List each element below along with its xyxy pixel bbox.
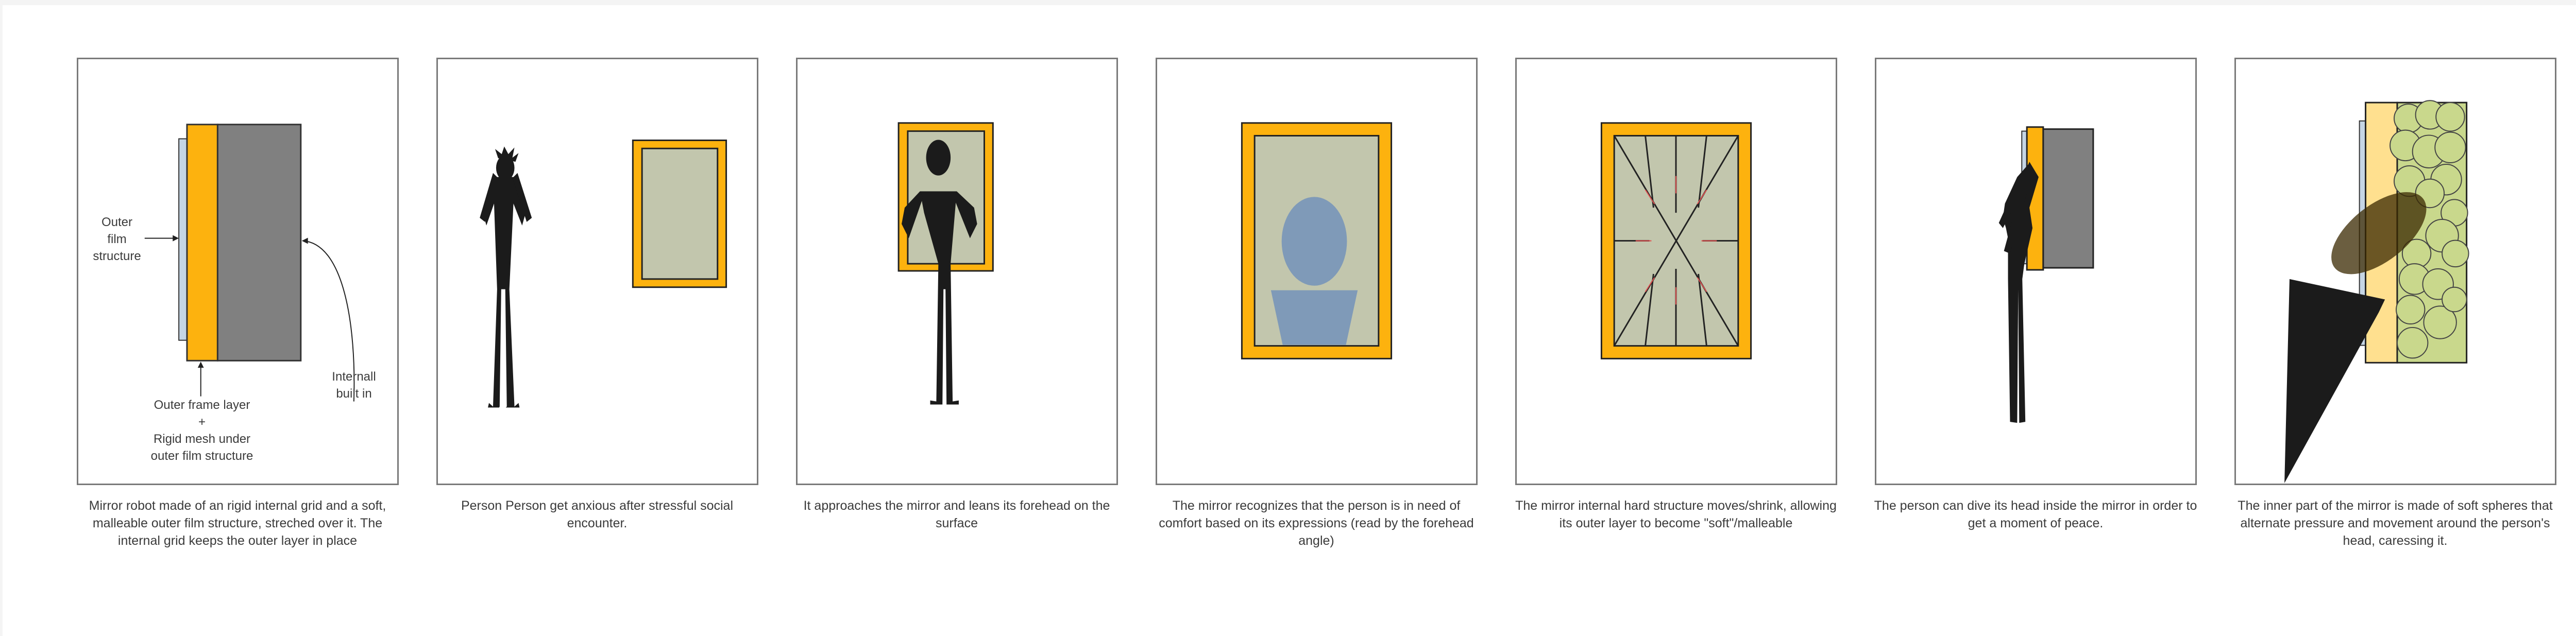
panel-6-head-inside-mirror <box>1875 58 2197 485</box>
internal-grid-lines <box>1613 135 1739 347</box>
caption-panel-6: The person can dive its head inside the … <box>1874 499 2197 530</box>
sphere-cluster <box>2389 100 2469 359</box>
shrinking-structure-drawing <box>1600 122 1752 359</box>
storyboard-canvas: Outer film structure Outer frame layer +… <box>3 5 2576 636</box>
mirror-cross-section-drawing <box>144 124 355 402</box>
label-outer-frame-line-3: Rigid mesh under <box>153 432 251 446</box>
label-outer-frame: Outer frame layer + Rigid mesh under out… <box>130 397 274 465</box>
label-internal-line-1: Internall <box>332 370 376 384</box>
label-outer-frame-line-1: Outer frame layer <box>154 398 250 412</box>
label-internal-line-2: built in <box>336 387 372 401</box>
label-outer-film: Outer film structure <box>89 214 145 265</box>
leaning-person-drawing <box>897 122 994 405</box>
label-outer-film-line-3: structure <box>93 249 141 263</box>
person-figure-side <box>1998 162 2039 423</box>
shrink-arrows <box>1635 176 1717 305</box>
soft-spheres-drawing <box>2284 100 2469 484</box>
panel-4-mirror-recognizes <box>1156 58 1478 485</box>
caption-panel-7: The inner part of the mirror is made of … <box>2238 499 2553 548</box>
caption-panel-4: The mirror recognizes that the person is… <box>1159 499 1474 548</box>
head-in-mirror-drawing <box>1998 126 2094 423</box>
label-internal: Internall built in <box>323 368 385 402</box>
panel-7-soft-spheres <box>2234 58 2556 485</box>
panel-5-structure-shrinks <box>1515 58 1837 485</box>
caption-panel-1: Mirror robot made of an rigid internal g… <box>89 499 386 548</box>
panel-3-leaning-on-mirror <box>796 58 1118 485</box>
panel-1-mirror-structure: Outer film structure Outer frame layer +… <box>77 58 399 485</box>
label-outer-film-line-2: film <box>107 232 127 246</box>
caption-panel-5: The mirror internal hard structure moves… <box>1515 499 1837 530</box>
person-figure <box>480 146 532 408</box>
label-outer-film-line-1: Outer <box>101 215 133 229</box>
caption-panel-3: It approaches the mirror and leans its f… <box>803 499 1110 530</box>
label-outer-frame-line-4: outer film structure <box>150 449 253 463</box>
person-figure-back <box>902 140 977 405</box>
anxious-person-drawing <box>480 139 727 408</box>
caption-panel-2: Person Person get anxious after stressfu… <box>461 499 734 530</box>
mirror-reflection-drawing <box>1241 122 1393 359</box>
panel-2-anxious-person <box>436 58 758 485</box>
label-outer-frame-line-2: + <box>198 415 206 429</box>
